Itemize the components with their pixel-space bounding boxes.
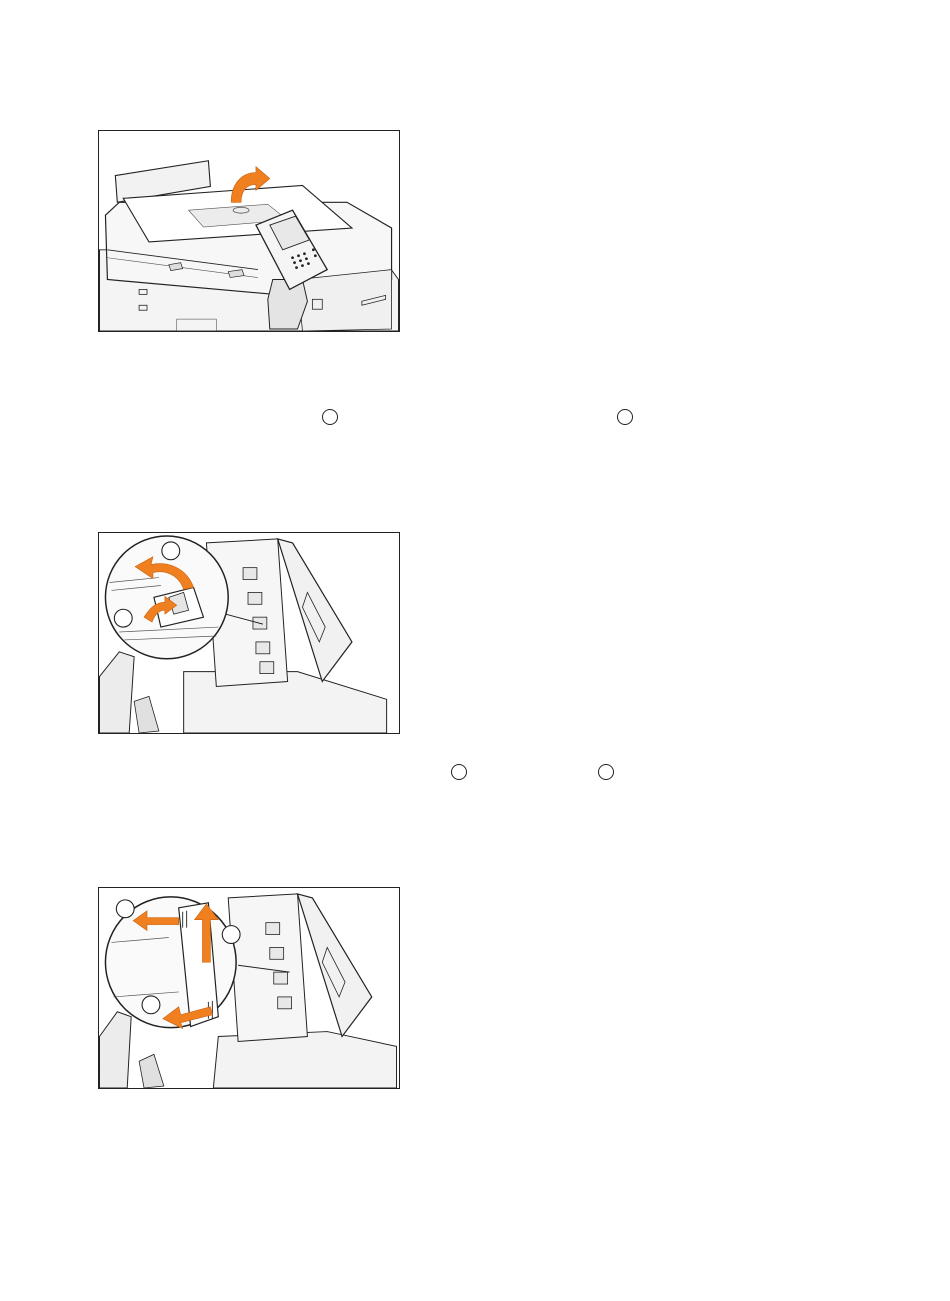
- reference-marker-1: [322, 409, 338, 425]
- callout-circle-left: [114, 609, 132, 627]
- release-lever-illustration: [99, 533, 399, 733]
- printer-top-cover-illustration: [99, 131, 399, 331]
- callout-circle-c: [142, 996, 160, 1014]
- reference-marker-4: [598, 764, 614, 780]
- figure-remove-paper: [98, 887, 400, 1089]
- reference-marker-3: [451, 764, 467, 780]
- remove-paper-illustration: [99, 888, 399, 1088]
- reference-marker-2: [617, 409, 633, 425]
- callout-circle-top: [162, 542, 180, 560]
- callout-circle-b: [222, 926, 240, 944]
- callout-circle-a: [116, 900, 134, 918]
- figure-open-top-cover: [98, 130, 400, 332]
- figure-release-lever: [98, 532, 400, 734]
